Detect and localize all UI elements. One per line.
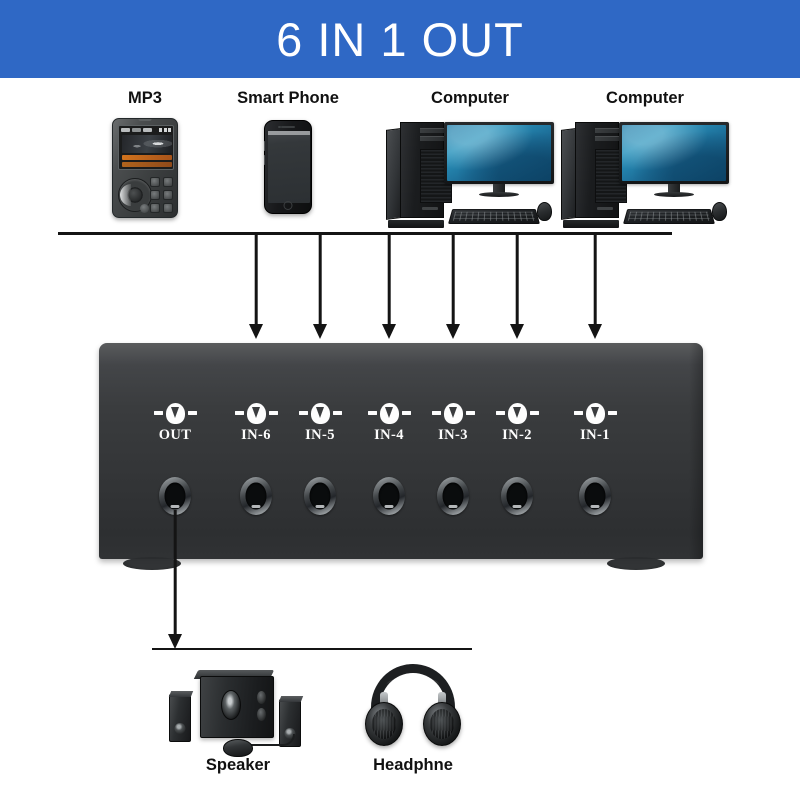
phone-front-camera-icon xyxy=(278,125,281,128)
mp3-top-nub xyxy=(138,119,152,121)
audio-jack-icon xyxy=(416,401,490,425)
port-in-2[interactable]: IN-2 xyxy=(480,401,554,444)
input-arrow-6 xyxy=(248,234,264,339)
smartphone-icon xyxy=(263,120,312,214)
phone-home-button xyxy=(283,201,293,210)
headphone-earcup-right xyxy=(423,702,461,746)
jack-socket-out[interactable] xyxy=(159,477,191,515)
output-label-headphone: Headphne xyxy=(373,756,453,774)
pc-keyboard xyxy=(623,208,715,224)
port-in-4[interactable]: IN-4 xyxy=(352,401,426,444)
mp3-scroll-wheel xyxy=(118,178,152,212)
headphone-headband xyxy=(371,664,455,724)
pc-tower xyxy=(386,122,454,228)
port-label-in-5: IN-5 xyxy=(305,427,335,443)
audio-jack-icon xyxy=(352,401,426,425)
phone-volume-button xyxy=(263,155,265,165)
mp3-player-icon xyxy=(112,118,178,218)
box-foot-left xyxy=(123,557,181,570)
pc-monitor xyxy=(619,122,729,197)
speaker-subwoofer xyxy=(200,676,274,738)
source-label-computer-2: Computer xyxy=(606,89,684,107)
port-label-in-6: IN-6 xyxy=(241,427,271,443)
audio-switch-box: OUT IN-6 IN-5 IN-4 xyxy=(99,343,703,570)
input-arrow-2 xyxy=(509,234,525,339)
output-arrow xyxy=(167,510,183,649)
pc-monitor xyxy=(444,122,554,197)
input-arrow-1 xyxy=(587,234,603,339)
mp3-progress-bar xyxy=(122,169,153,170)
jack-socket-in-1[interactable] xyxy=(579,477,611,515)
jack-socket-in-5[interactable] xyxy=(304,477,336,515)
pc-mouse xyxy=(712,202,727,221)
source-label-computer-1: Computer xyxy=(431,89,509,107)
port-label-in-3: IN-3 xyxy=(438,427,468,443)
mp3-power-button xyxy=(140,204,149,213)
pc-screen xyxy=(622,125,726,181)
speaker-cable xyxy=(249,734,295,746)
headphone-earcup-left xyxy=(365,702,403,746)
port-label-out: OUT xyxy=(158,427,192,443)
desktop-pc-icon xyxy=(561,116,729,228)
port-in-1[interactable]: IN-1 xyxy=(558,401,632,444)
audio-jack-icon xyxy=(480,401,554,425)
audio-jack-icon xyxy=(138,401,212,425)
phone-screen xyxy=(268,131,310,203)
source-label-smart-phone: Smart Phone xyxy=(237,89,339,107)
jack-socket-in-4[interactable] xyxy=(373,477,405,515)
output-bus-line xyxy=(152,648,472,650)
port-out[interactable]: OUT xyxy=(138,401,212,444)
speaker-satellite-left xyxy=(168,691,194,742)
input-arrow-4 xyxy=(381,234,397,339)
pc-keyboard xyxy=(448,208,540,224)
speaker-volume-knob xyxy=(223,739,253,757)
port-in-5[interactable]: IN-5 xyxy=(283,401,357,444)
mp3-track-bar xyxy=(122,162,172,167)
page-title: 6 IN 1 OUT xyxy=(276,12,524,66)
mp3-button-pad xyxy=(150,177,173,213)
jack-socket-in-3[interactable] xyxy=(437,477,469,515)
header-banner: 6 IN 1 OUT xyxy=(0,0,800,78)
port-label-in-4: IN-4 xyxy=(374,427,404,443)
mp3-track-bar xyxy=(122,155,172,160)
speaker-system-icon xyxy=(163,666,313,757)
headphones-icon xyxy=(365,662,461,746)
mp3-album-art xyxy=(122,135,172,153)
input-arrow-3 xyxy=(445,234,461,339)
pc-mouse xyxy=(537,202,552,221)
box-foot-right xyxy=(607,557,665,570)
source-label-mp3: MP3 xyxy=(128,89,162,107)
mp3-screen-status xyxy=(159,128,171,132)
input-arrow-5 xyxy=(312,234,328,339)
audio-jack-icon xyxy=(283,401,357,425)
desktop-pc-icon xyxy=(386,116,554,228)
jack-socket-in-6[interactable] xyxy=(240,477,272,515)
input-bus-line xyxy=(58,232,672,235)
pc-tower xyxy=(561,122,629,228)
jack-socket-in-2[interactable] xyxy=(501,477,533,515)
output-label-speaker: Speaker xyxy=(205,756,271,774)
port-in-3[interactable]: IN-3 xyxy=(416,401,490,444)
pc-screen xyxy=(447,125,551,181)
mp3-screen-chips xyxy=(121,128,152,132)
audio-jack-icon xyxy=(219,401,293,425)
phone-volume-button xyxy=(263,141,265,151)
port-label-in-1: IN-1 xyxy=(580,427,610,443)
port-in-6[interactable]: IN-6 xyxy=(219,401,293,444)
mp3-screen xyxy=(118,125,174,170)
phone-earpiece xyxy=(281,126,295,128)
audio-jack-icon xyxy=(558,401,632,425)
port-label-in-2: IN-2 xyxy=(502,427,532,443)
